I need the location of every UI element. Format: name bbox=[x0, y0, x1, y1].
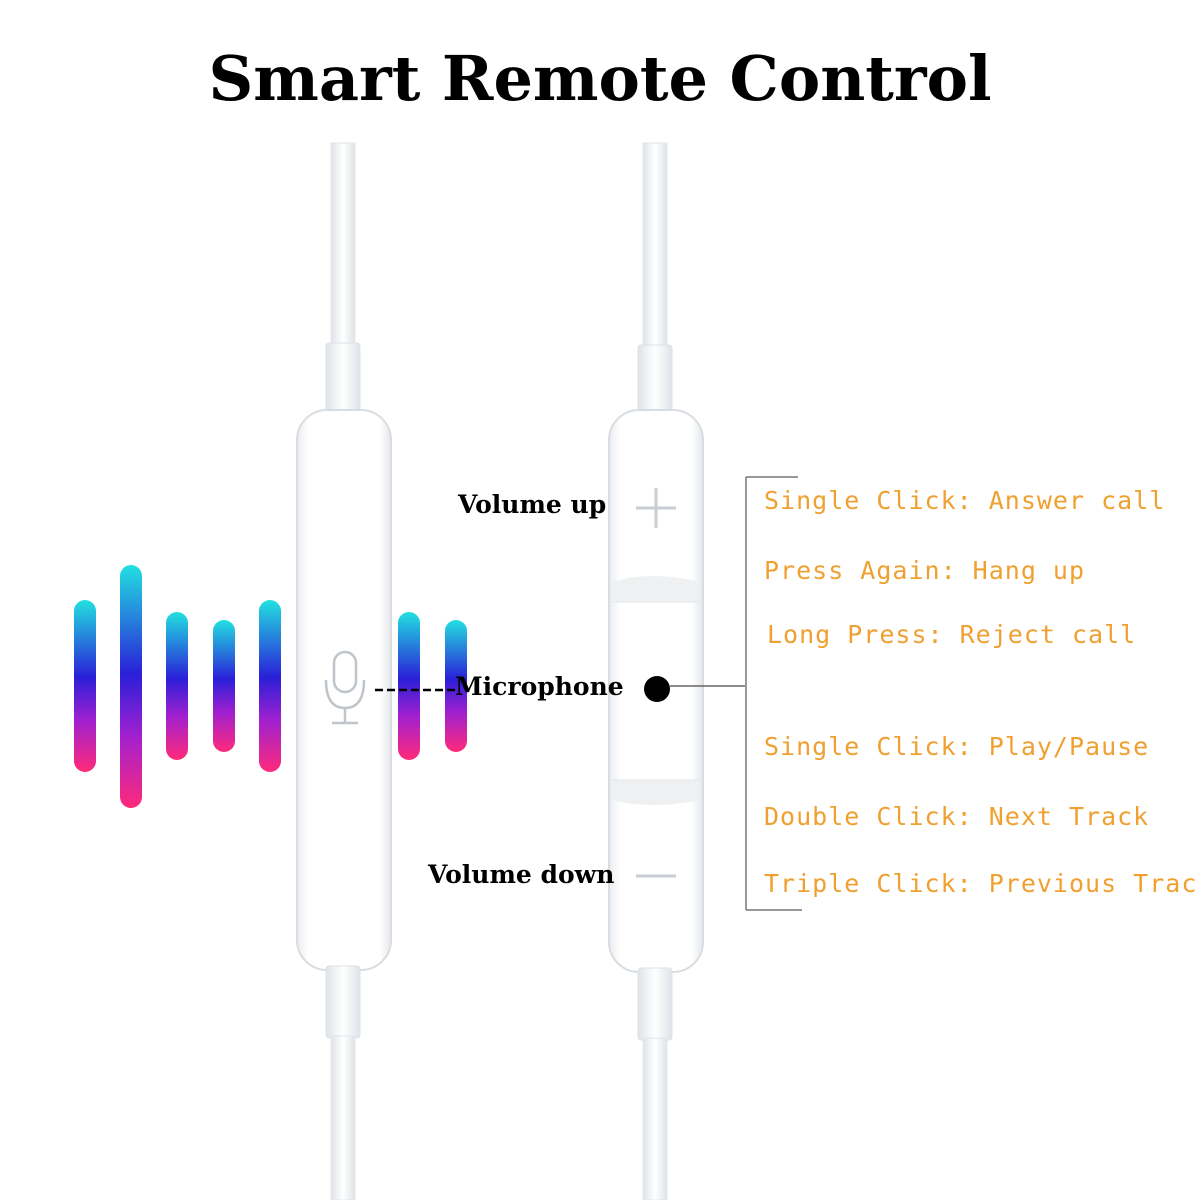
sound-wave-icon bbox=[74, 565, 467, 808]
microphone-label: Microphone bbox=[455, 672, 624, 701]
call-function-long-press: Long Press: Reject call bbox=[767, 620, 1137, 649]
music-function-triple-click: Triple Click: Previous Track bbox=[764, 869, 1200, 898]
music-function-single-click: Single Click: Play/Pause bbox=[764, 732, 1150, 761]
volume-down-label: Volume down bbox=[428, 860, 615, 889]
call-function-single-click: Single Click: Answer call bbox=[764, 486, 1166, 515]
remote-back-view bbox=[296, 142, 392, 1200]
volume-up-label: Volume up bbox=[458, 490, 607, 519]
call-function-press-again: Press Again: Hang up bbox=[764, 556, 1086, 585]
function-bracket bbox=[745, 476, 802, 911]
microphone-icon bbox=[324, 650, 366, 725]
music-function-double-click: Double Click: Next Track bbox=[764, 802, 1150, 831]
center-button-dot[interactable] bbox=[644, 676, 670, 702]
plus-icon[interactable] bbox=[636, 488, 676, 528]
page-title: Smart Remote Control bbox=[208, 42, 992, 115]
